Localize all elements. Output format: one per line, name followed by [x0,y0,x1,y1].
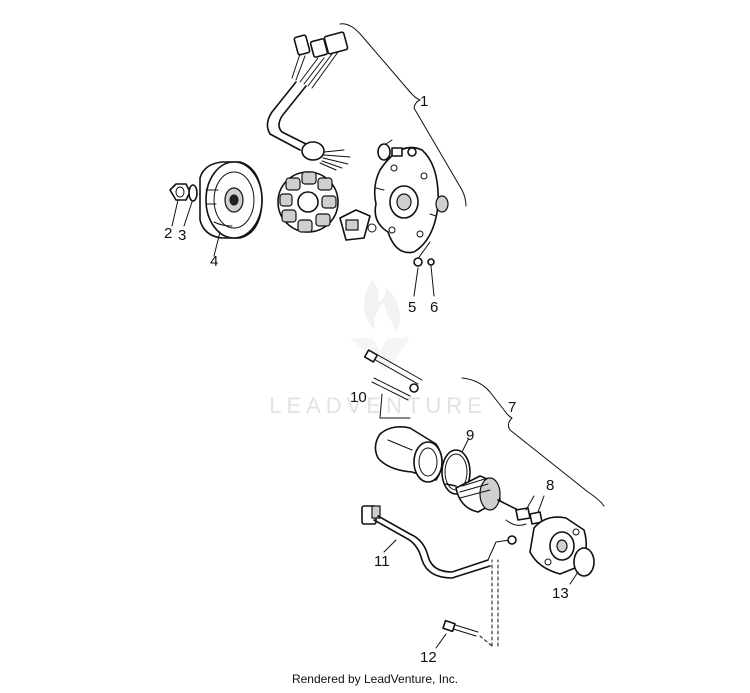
harness-connectors [291,31,349,89]
plate-washer [427,258,435,266]
callout-4: 4 [210,253,218,270]
watermark-logo-icon [350,280,410,372]
leader-5 [413,267,419,297]
alignment-lines [479,559,499,647]
callout-10: 10 [350,389,367,406]
cover-o-ring [573,547,595,577]
flywheel-washer [188,184,198,202]
leader-13 [569,571,579,585]
pickup-coil [339,209,377,241]
bracket-7 [461,377,605,507]
screw-small [391,147,417,157]
leader-4 [213,231,221,257]
grommet-small [377,139,393,161]
callout-2: 2 [164,225,172,242]
leader-8 [525,495,545,513]
leader-10 [379,393,411,419]
watermark-text: LEADVENTURE [269,393,487,418]
callout-11: 11 [374,553,390,570]
callout-12: 12 [420,649,437,666]
stator-plate [373,146,439,254]
grommet [301,141,325,161]
plate-screw [413,241,431,267]
stator [277,171,339,233]
starter-cable [361,505,517,579]
oil-seal [435,195,449,213]
motor-housing [374,426,443,483]
callout-5: 5 [408,299,416,316]
leader-3 [183,201,193,227]
leader-9 [461,439,469,453]
flywheel-nut [169,183,191,201]
callout-1: 1 [420,93,428,110]
bracket-1 [339,23,467,207]
footer-credit: Rendered by LeadVenture, Inc. [291,672,459,686]
housing-o-ring [441,449,471,495]
flywheel [199,161,263,239]
callout-9: 9 [466,427,474,444]
callout-3: 3 [178,227,186,244]
harness-cable [266,81,301,151]
armature [445,475,523,513]
leader-11 [383,539,397,553]
callout-8: 8 [546,477,554,494]
mount-screw [442,619,479,637]
callout-7: 7 [508,399,516,416]
wire-ends [319,149,351,171]
long-bolts [363,349,423,401]
leader-2 [171,199,179,227]
callout-6: 6 [430,299,438,316]
end-cover [529,516,588,575]
leader-12 [435,633,447,649]
leader-6 [430,265,435,297]
callout-13: 13 [552,585,569,602]
brushes [505,507,543,526]
